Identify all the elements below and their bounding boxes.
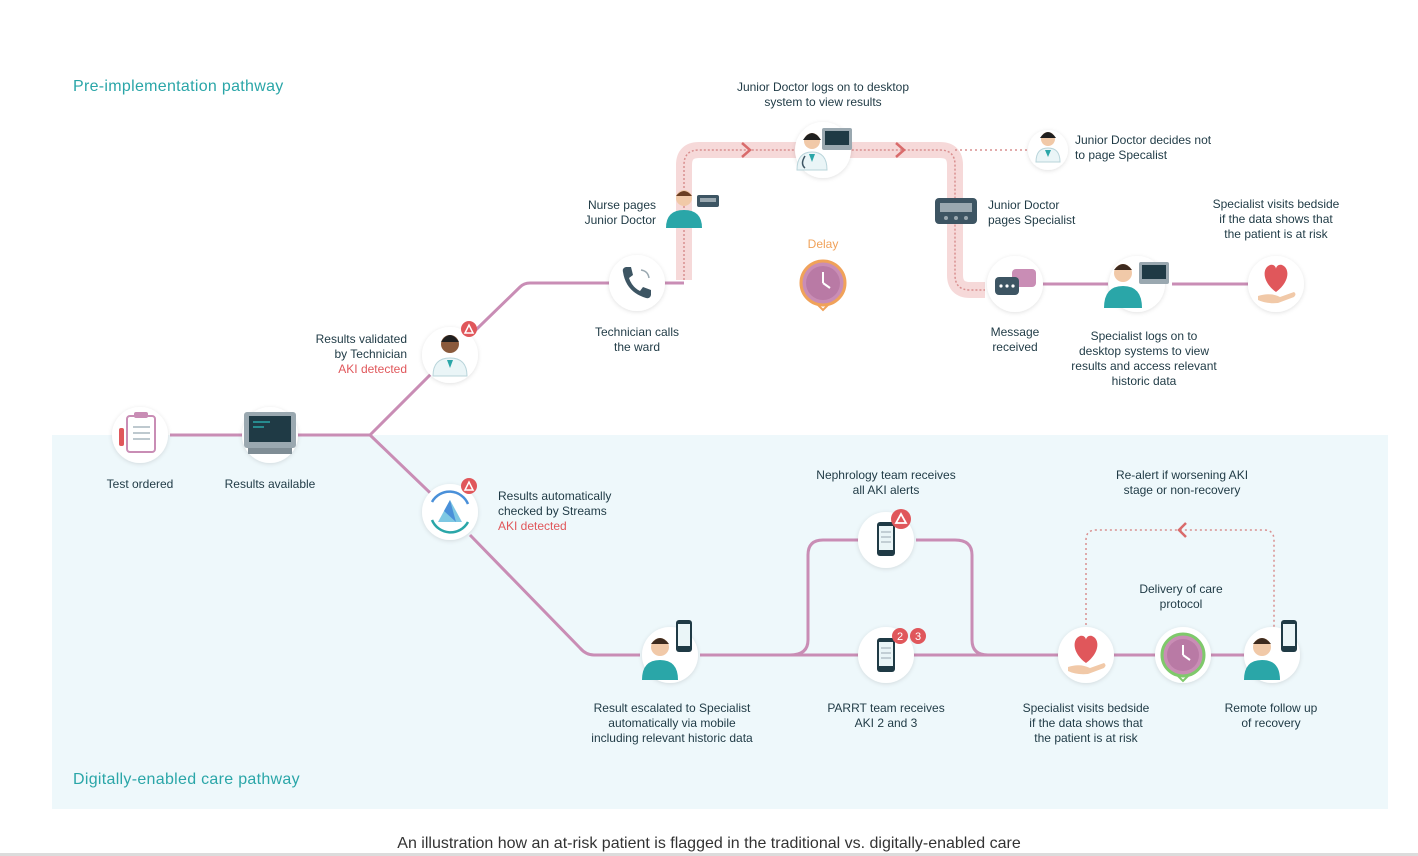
phone-icon xyxy=(622,267,651,299)
specialist-mobile-icon xyxy=(642,620,692,680)
divider xyxy=(0,853,1418,856)
alert-icon xyxy=(891,509,911,529)
label-delivery-of-care: Delivery of care protocol xyxy=(1139,582,1223,611)
chevron-left-icon xyxy=(1177,522,1187,538)
heart-hand-icon xyxy=(1258,264,1296,304)
pager-icon xyxy=(935,198,977,224)
delay-path xyxy=(676,142,1040,298)
specialist-mobile-icon xyxy=(1244,620,1297,680)
message-icon xyxy=(995,269,1036,295)
alert-icon xyxy=(461,321,477,337)
label-jd-pages-specialist: Junior Doctor pages Specialist xyxy=(988,198,1076,227)
label-result-escalated: Result escalated to Specialist automatic… xyxy=(591,701,753,745)
badge-aki-3 xyxy=(910,628,926,644)
label-results-available: Results available xyxy=(224,477,316,491)
figure-caption: An illustration how an at-risk patient i… xyxy=(397,835,1021,852)
label-jd-logs-on: Junior Doctor logs on to desktop system … xyxy=(736,80,910,109)
mobile-phone-icon xyxy=(877,638,895,672)
label-remote-follow-up: Remote follow up of recovery xyxy=(1224,701,1318,730)
label-jd-decides: Junior Doctor decides not to page Specal… xyxy=(1075,133,1212,162)
label-technician-calls: Technician calls the ward xyxy=(594,325,680,354)
heart-hand-icon xyxy=(1068,635,1106,675)
aki-stage-badges: 2 3 xyxy=(892,628,926,644)
label-test-ordered: Test ordered xyxy=(106,477,174,491)
delivery-clock-icon xyxy=(1160,632,1206,683)
label-delay: Delay xyxy=(807,237,839,251)
chevron-right-icon xyxy=(741,142,752,158)
label-streams-check: Results automatically checked by Streams… xyxy=(498,489,612,533)
junior-doctor-avatar xyxy=(1035,132,1061,163)
label-specialist-logs-on: Specialist logs on to desktop systems to… xyxy=(1071,329,1217,388)
label-specialist-visits-pre: Specialist visits bedside if the data sh… xyxy=(1212,197,1340,241)
pre-pathway-title: Pre-implementation pathway xyxy=(73,78,284,95)
badge-aki-3-text: 3 xyxy=(915,631,921,643)
junior-doctor-desktop-icon xyxy=(796,128,852,171)
label-message-received: Message received xyxy=(990,325,1040,354)
digital-pathway-panel xyxy=(52,435,1388,809)
alert-icon xyxy=(461,478,477,494)
streams-logo-icon xyxy=(430,490,470,534)
chevron-right-icon xyxy=(895,142,906,158)
node-tech-calls xyxy=(609,255,665,311)
mobile-phone-icon xyxy=(877,522,895,556)
label-realert: Re-alert if worsening AKI stage or non-r… xyxy=(1115,468,1249,497)
label-nephrology: Nephrology team receives all AKI alerts xyxy=(816,468,956,497)
technician-avatar xyxy=(432,335,468,377)
nurse-avatar xyxy=(666,190,719,228)
label-parrt: PARRT team receives AKI 2 and 3 xyxy=(827,701,945,730)
delay-clock-icon xyxy=(799,259,847,312)
computer-icon xyxy=(244,412,296,454)
clipboard-icon xyxy=(119,412,156,453)
badge-aki-2 xyxy=(892,628,908,644)
digital-pathway-title: Digitally-enabled care pathway xyxy=(73,771,300,788)
badge-aki-2-text: 2 xyxy=(897,631,903,643)
label-results-validated: Results validated by Technician AKI dete… xyxy=(315,332,407,376)
label-nurse-pages: Nurse pages Junior Doctor xyxy=(584,198,656,227)
realert-loop xyxy=(1085,529,1275,630)
label-specialist-visits-digital: Specialist visits bedside if the data sh… xyxy=(1022,701,1150,745)
specialist-desktop-icon xyxy=(1104,262,1169,308)
